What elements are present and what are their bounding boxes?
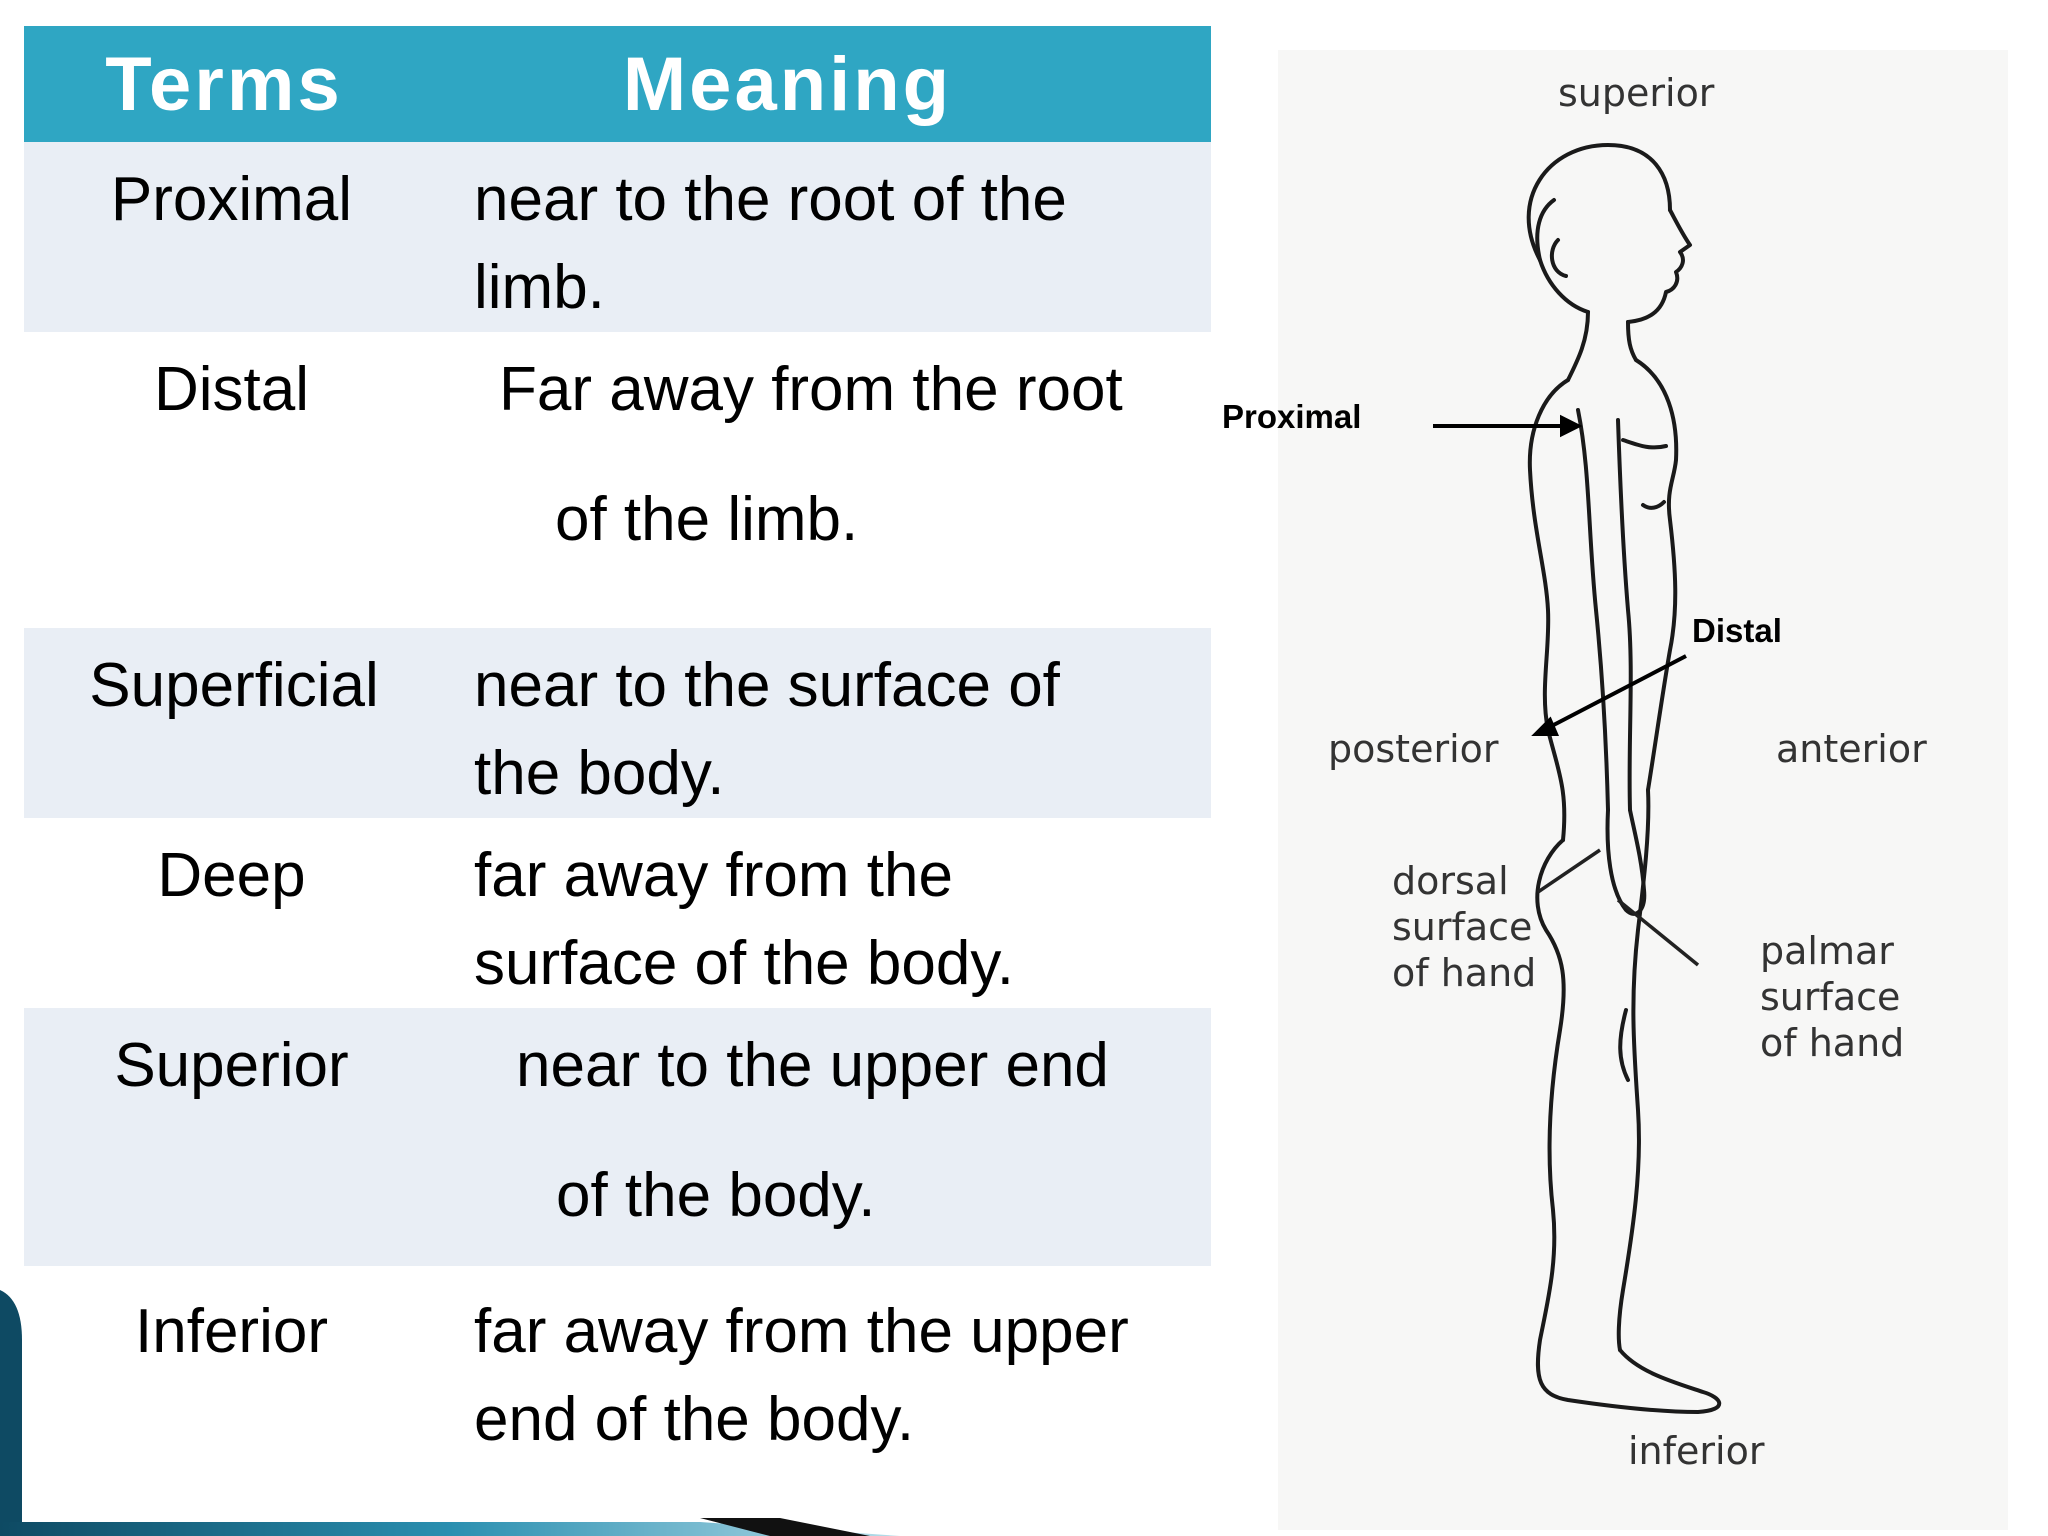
annotation-proximal: Proximal — [1222, 398, 1362, 435]
meaning-line: of the limb. — [555, 485, 859, 554]
table-row: Distal Far away from the root of the lim… — [24, 332, 1211, 628]
label-line: surface — [1392, 905, 1533, 949]
label-posterior: posterior — [1328, 727, 1499, 771]
term-cell: Proximal — [110, 165, 353, 234]
annotation-distal: Distal — [1692, 612, 1782, 649]
meaning-cell: far away from the surface of the body. — [474, 832, 1014, 1008]
meaning-cell: near to the root of the limb. — [474, 156, 1067, 332]
meaning-line: of the body. — [556, 1161, 876, 1230]
anatomy-figure: superior inferior posterior anterior dor… — [1278, 50, 2008, 1530]
header-terms: Terms — [105, 41, 343, 127]
label-anterior: anterior — [1776, 727, 1927, 771]
table-header: Terms Meaning — [24, 26, 1211, 142]
meaning-cell: near to the upper end of the body. — [516, 1001, 1109, 1261]
table-row: Proximal near to the root of the limb. — [24, 142, 1211, 332]
table-row: Deep far away from the surface of the bo… — [24, 818, 1211, 1008]
table-row: Inferior far away from the upper end of … — [24, 1266, 1211, 1496]
meaning-cell: near to the surface of the body. — [474, 642, 1060, 818]
term-cell: Distal — [153, 355, 310, 424]
meaning-line: Far away from the root — [499, 355, 1123, 424]
meaning-cell: Far away from the root of the limb. — [499, 325, 1123, 585]
table-row: Superior near to the upper end of the bo… — [24, 1008, 1211, 1266]
label-palmar-surface: palmar surface of hand — [1760, 928, 1904, 1066]
header-meaning: Meaning — [622, 41, 953, 127]
label-line: surface — [1760, 975, 1901, 1019]
label-line: palmar — [1760, 929, 1894, 973]
label-line: dorsal — [1392, 859, 1509, 903]
label-dorsal-surface: dorsal surface of hand — [1392, 858, 1536, 996]
body-outline-illustration — [1433, 143, 1722, 1414]
term-cell: Superficial — [89, 651, 379, 720]
terms-table: Terms Meaning Proximal near to the root … — [24, 26, 1211, 1496]
label-line: of hand — [1760, 1021, 1905, 1065]
label-superior: superior — [1558, 71, 1715, 115]
meaning-line: the body. — [474, 739, 725, 808]
meaning-line: far away from the upper — [474, 1297, 1129, 1366]
term-cell: Superior — [114, 1031, 349, 1100]
meaning-line: surface of the body. — [474, 929, 1014, 998]
label-line: of hand — [1392, 951, 1537, 995]
table-row: Superficial near to the surface of the b… — [24, 628, 1211, 818]
label-inferior: inferior — [1628, 1429, 1765, 1473]
meaning-line: near to the root of the — [474, 165, 1067, 234]
meaning-line: end of the body. — [474, 1385, 915, 1454]
meaning-line: limb. — [474, 253, 605, 322]
meaning-cell: far away from the upper end of the body. — [474, 1288, 1129, 1464]
meaning-line: far away from the — [474, 841, 953, 910]
meaning-line: near to the upper end — [516, 1031, 1109, 1100]
meaning-line: near to the surface of — [474, 651, 1060, 720]
term-cell: Inferior — [135, 1297, 328, 1366]
term-cell: Deep — [157, 841, 306, 910]
